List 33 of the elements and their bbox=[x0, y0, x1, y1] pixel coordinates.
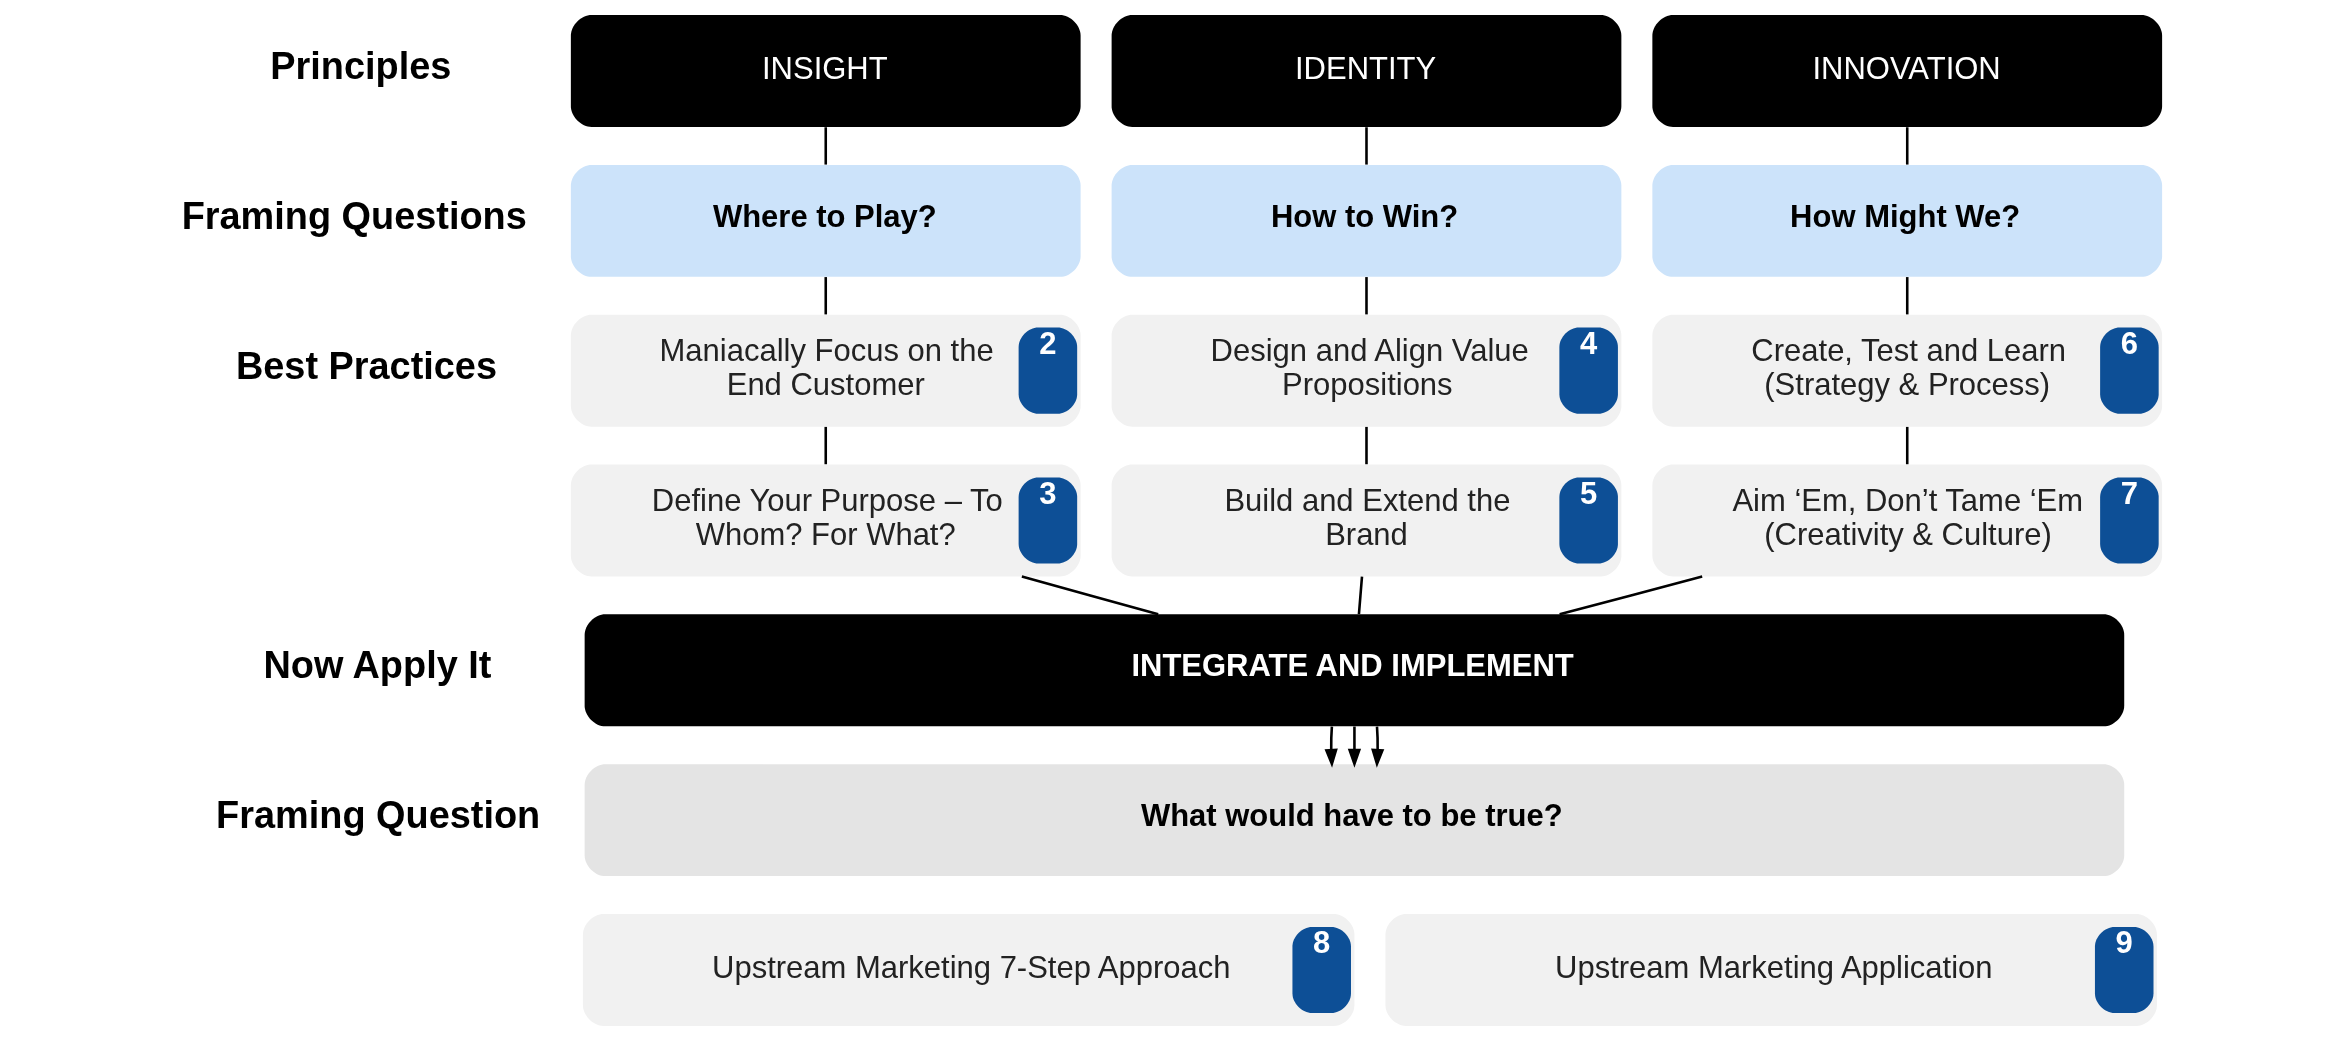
node-box: IDENTITY bbox=[1111, 15, 1622, 127]
label: Best Practices bbox=[235, 344, 497, 387]
node-box: Build and Extend the Brand 5 bbox=[1111, 464, 1622, 577]
connector bbox=[1905, 426, 1909, 465]
connector bbox=[1905, 127, 1909, 165]
connector bbox=[1365, 277, 1368, 315]
label: Framing Questions bbox=[181, 194, 527, 237]
arrow bbox=[1324, 726, 1338, 768]
connector bbox=[1365, 426, 1368, 465]
node-box: How Might We? bbox=[1652, 164, 2163, 277]
arrow bbox=[1371, 726, 1385, 768]
node-box: INTEGRATE AND IMPLEMENT bbox=[584, 614, 2125, 727]
connector bbox=[824, 127, 828, 165]
node-box: Where to Play? bbox=[570, 164, 1081, 277]
label: Now Apply It bbox=[263, 644, 492, 687]
connector bbox=[1357, 576, 1364, 615]
connector bbox=[1905, 277, 1909, 315]
arrow bbox=[1347, 726, 1362, 768]
node-box: INSIGHT bbox=[570, 15, 1081, 127]
connector bbox=[824, 277, 828, 315]
node-box: Design and Align Value Propositions 4 bbox=[1111, 314, 1622, 427]
node-box: Create, Test and Learn (Strategy & Process) 6 bbox=[1652, 314, 2163, 427]
connector bbox=[1021, 575, 1159, 616]
node-box: Aim ‘Em, Don’t Tame ‘Em (Creativity & Culture) 7 bbox=[1652, 464, 2163, 577]
connector bbox=[1559, 575, 1703, 616]
node-box: INNOVATION bbox=[1652, 15, 2163, 127]
connector bbox=[824, 426, 828, 465]
node-box: Upstream Marketing 7-Step Approach 8 bbox=[582, 914, 1355, 1026]
label: Framing Question bbox=[216, 794, 541, 837]
node-box: How to Win? bbox=[1111, 164, 1622, 277]
connector bbox=[1365, 127, 1368, 165]
label: Principles bbox=[270, 44, 452, 87]
node-box: What would have to be true? bbox=[584, 764, 2125, 877]
